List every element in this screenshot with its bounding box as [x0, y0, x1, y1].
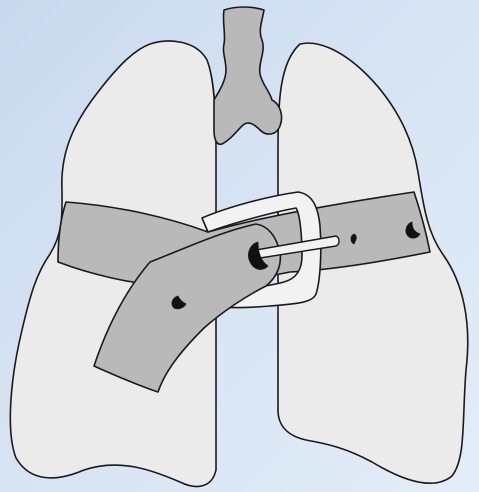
illustration-canvas — [0, 0, 479, 492]
lungs-belt-illustration — [0, 0, 479, 492]
